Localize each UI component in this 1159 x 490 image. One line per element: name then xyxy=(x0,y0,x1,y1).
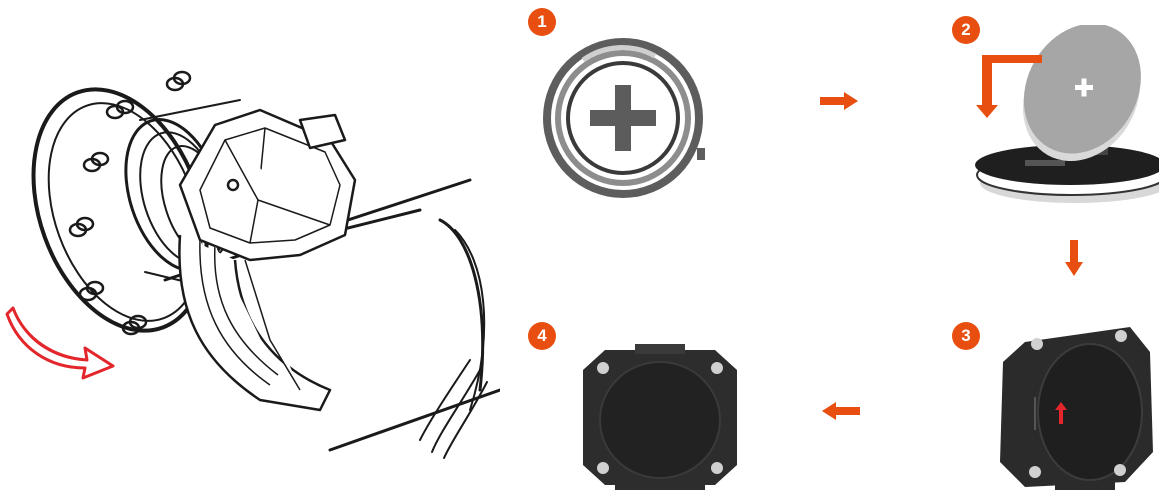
rotate-arrow-icon xyxy=(5,300,120,380)
arrow-left-icon xyxy=(820,402,860,420)
battery-cover-plus-icon xyxy=(535,30,715,200)
coin-battery-insert-icon xyxy=(960,25,1159,210)
arrow-down-icon xyxy=(1065,240,1083,276)
sensor-mounted-on-hub-icon xyxy=(0,60,500,490)
sensor-cover-rotate-icon xyxy=(995,322,1159,490)
sensor-assembled-icon xyxy=(575,340,745,490)
arrow-right-icon xyxy=(820,92,860,110)
step-badge-4: 4 xyxy=(528,322,556,350)
step-badge-3: 3 xyxy=(952,322,980,350)
